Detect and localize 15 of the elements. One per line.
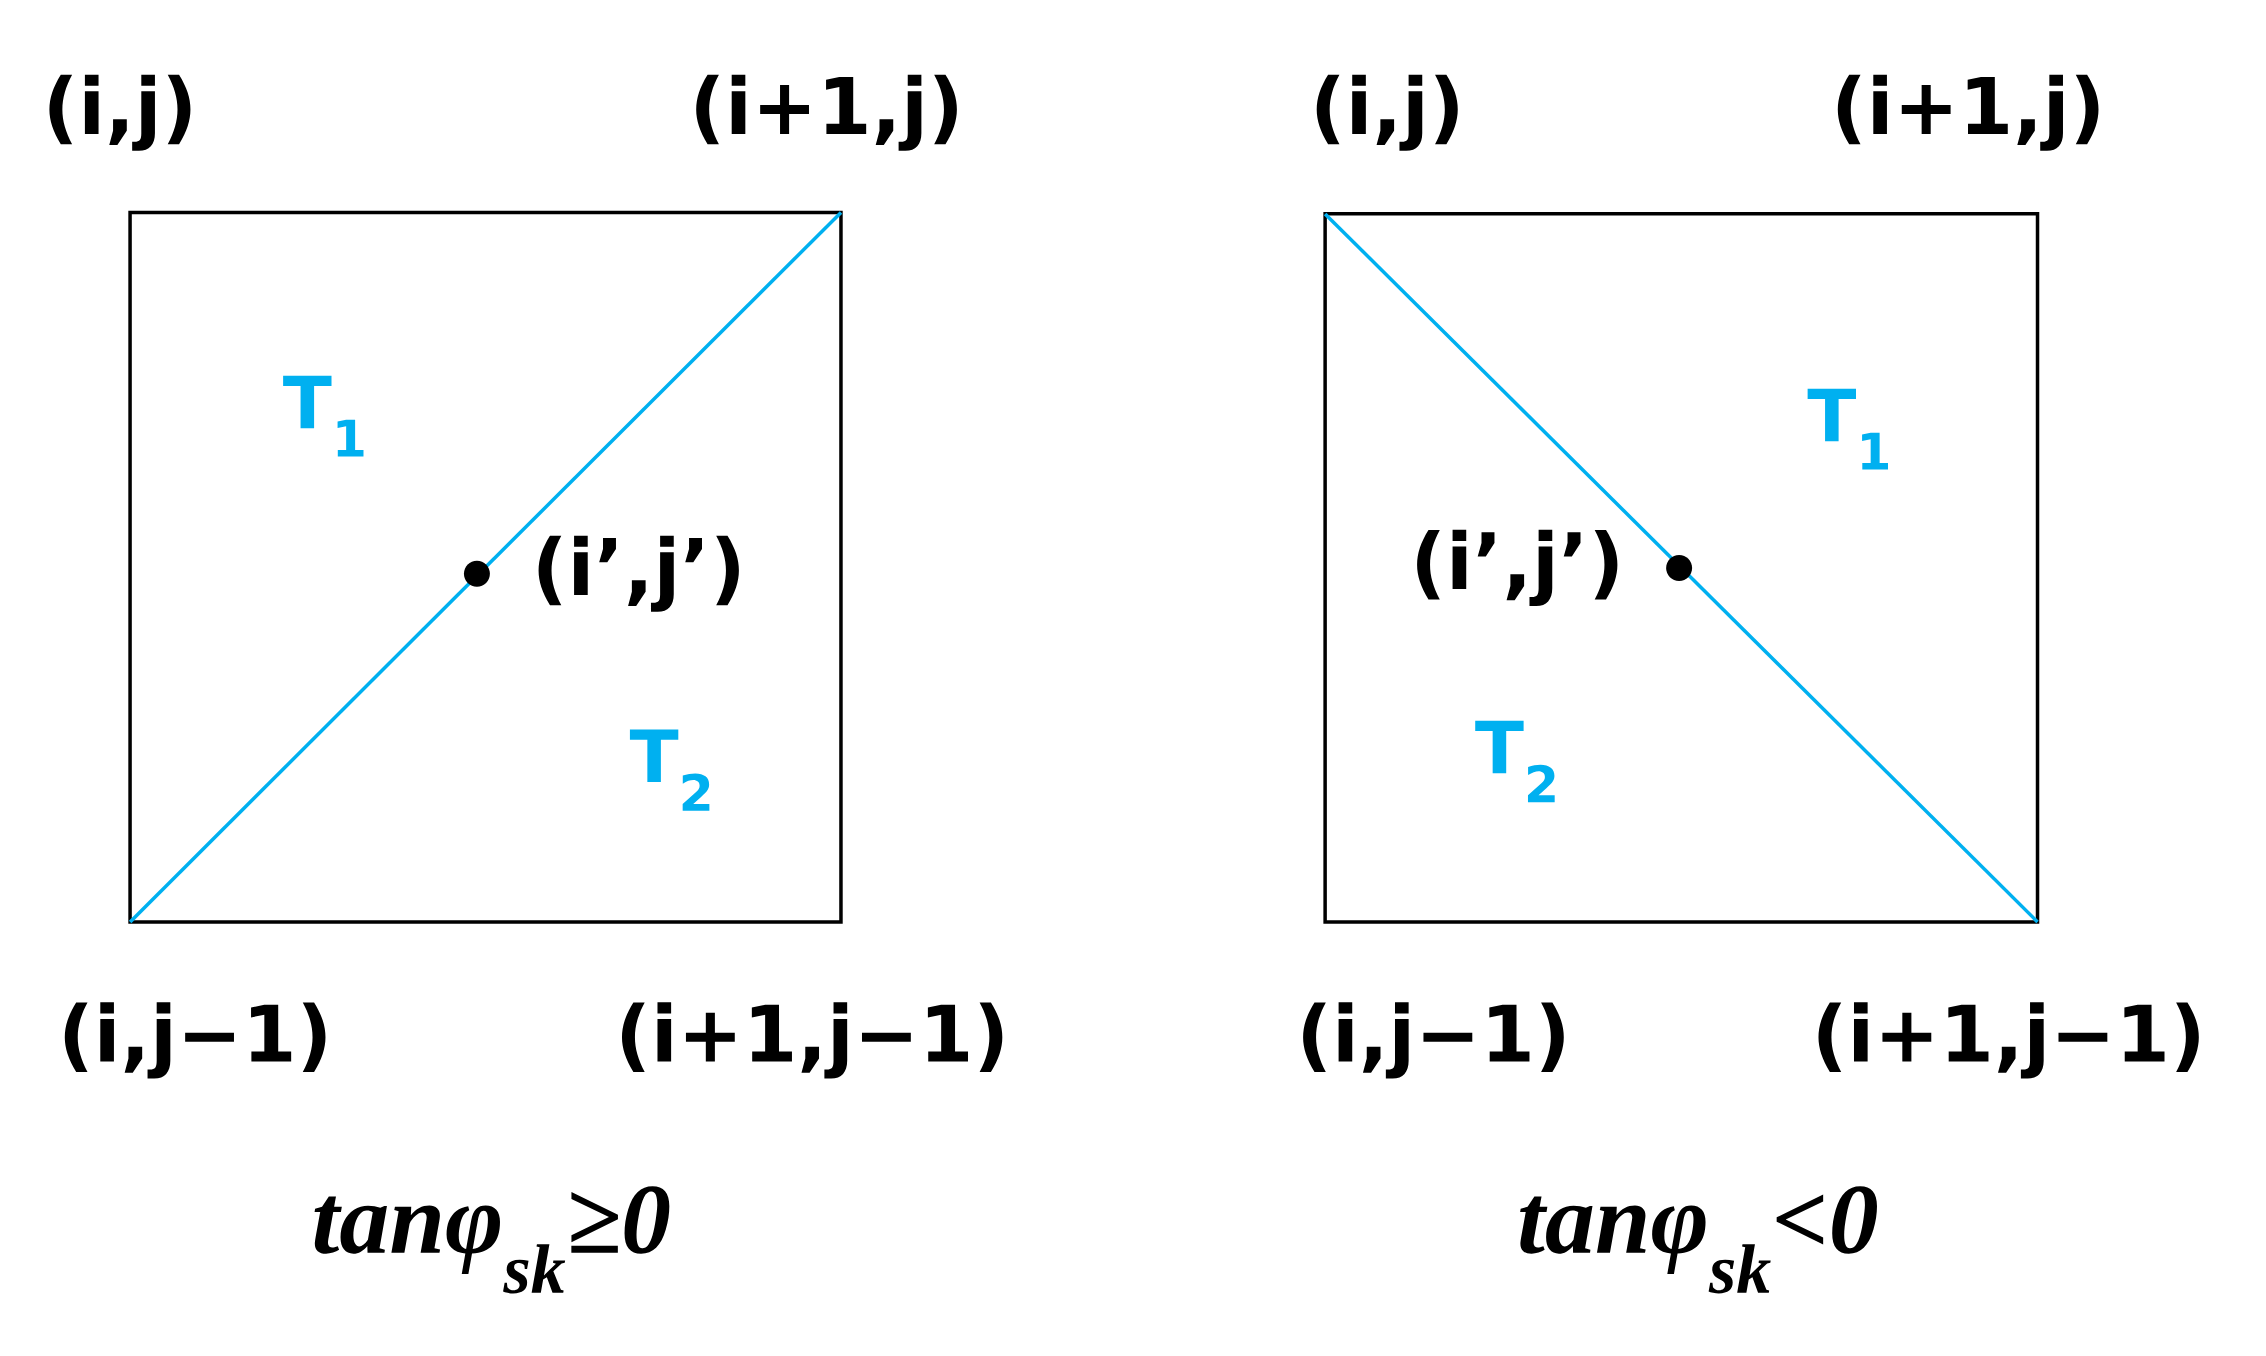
corner-label: (i,j−1) [1303,1002,1564,1079]
point-label: (i’,j’) [1417,529,1618,606]
corner-label: (i+1,j−1) [1818,1002,2199,1079]
point-label: (i’,j’) [538,535,739,612]
corner-label: (i+1,j−1) [622,1002,1003,1079]
corner-label: (i+1,j) [1837,74,2099,151]
corner-label: (i,j−1) [64,1002,326,1079]
condition-formula: tanφ$_{sk}$<0 [1520,1186,1877,1294]
region-label: T$_{1}$ [283,375,364,457]
region-label: T$_{1}$ [1807,388,1888,470]
corner-label: (i+1,j) [696,74,957,151]
region-label: T$_{2}$ [1475,720,1555,803]
condition-formula: tanφ$_{sk}$≥0 [314,1186,670,1294]
region-label: T$_{2}$ [629,729,710,811]
corner-label: (i,j) [49,74,191,151]
